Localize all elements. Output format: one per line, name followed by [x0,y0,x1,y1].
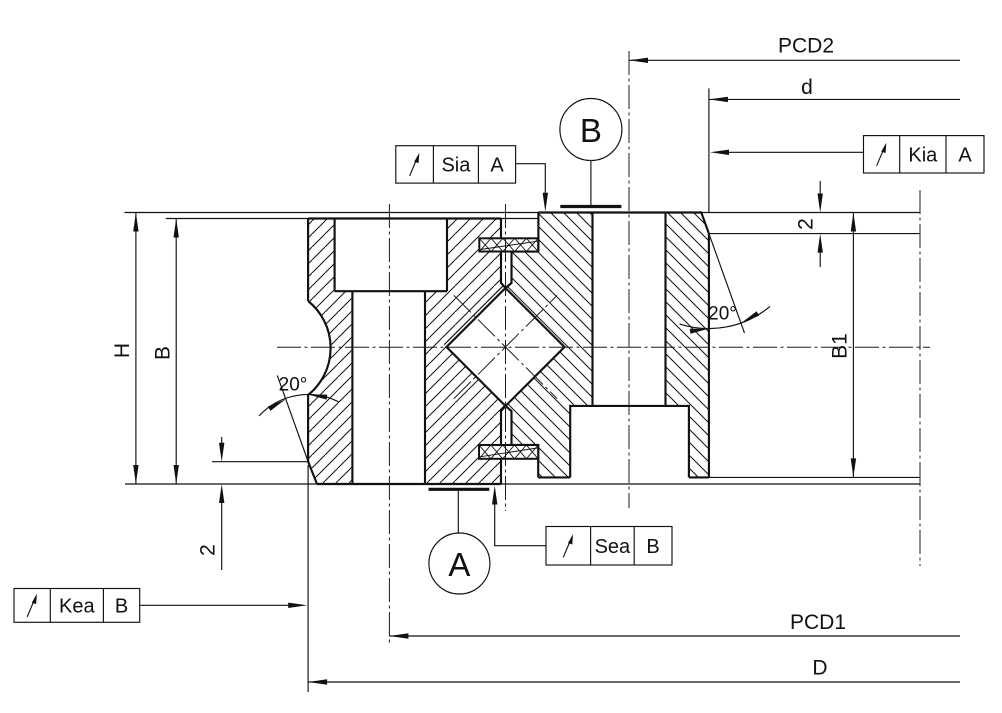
fcf-sea-leader [494,503,546,547]
angle-right-arrow-2 [741,311,760,323]
fcf-sea-text-sea_ref: B [646,536,659,558]
dim-pcd1-arrow [389,633,409,639]
outer-ring-counterbore [334,218,447,292]
datum-a-letter: A [448,546,470,583]
angle-left-ray [276,375,309,462]
dim-B-arrow-bottom [173,465,179,484]
dim-B1-arrow-top [850,212,857,232]
angle-left-label: 20° [279,375,308,396]
angle-left-arc [258,393,339,417]
centerline-roller-axis-2 [453,295,558,399]
datum-a-circle [428,532,491,595]
dim-2bl-label: 2 [197,544,220,556]
dim-D-label: D [812,657,827,680]
dim-d-label: d [801,76,813,99]
dim-B1-arrow-bottom [850,458,857,478]
dim-2tr-label: 2 [795,218,818,230]
outer-ring-bolt-hole [352,291,425,484]
datum-b-letter: B [580,112,602,149]
dim-H-arrow-bottom [133,465,139,484]
dim-2bl-arrow-upper [219,442,225,462]
fcf-sea-leader-arrow [492,485,498,505]
fcf-sia-leader [515,163,546,194]
dim-2tr-arrow-upper [817,193,823,213]
dim-B1-label: B1 [829,333,852,359]
fcf-kea-text-kea: Kea [59,595,95,617]
angle-right-label: 20° [708,304,737,325]
fcf-kia: Kia A [862,135,985,174]
fcf-kea: Kea B [13,587,141,623]
angle-left-arrow-2 [308,394,328,400]
dim-d-arrow [708,96,728,103]
angle-right-ray [708,233,746,334]
fcf-kea-text-kea_ref: B [115,595,128,617]
dim-B-label: B [152,346,175,360]
fcf-kia-text-kia_ref: A [958,144,972,166]
fcf-sea-text-sea: Sea [595,536,631,558]
seal-upper [478,237,540,253]
dim-H-arrow-top [133,212,139,232]
inner-ring-counterbore [570,405,689,483]
outer-ring-edges [307,217,507,486]
dim-pcd1-label: PCD1 [790,611,846,634]
fcf-sia-leader-arrow [542,192,548,212]
fcf-kia-leader-arrow [710,149,729,155]
fcf-kia-text-kia: Kia [908,144,938,166]
angle-right-arc [679,305,771,330]
fcf-kea-leader-arrow [288,602,308,608]
dim-pcd2-label: PCD2 [778,35,834,58]
angle-left-arrow-1 [267,399,286,411]
dim-H-label: H [111,343,134,358]
fcf-sea: Sea B [545,525,673,566]
dim-D-arrow [308,679,328,685]
angle-right-arrow-1 [689,328,709,334]
dim-2bl-arrow-lower [219,484,225,503]
fcf-sia: Sia A [395,145,517,184]
dim-pcd2-arrow [629,57,648,63]
seal-lower [478,444,540,460]
fcf-sia-text-sia: Sia [441,154,471,176]
dim-2tr-arrow-lower [817,233,823,253]
dim-B-arrow-top [173,218,179,238]
fcf-sia-text-sia_ref: A [490,154,504,176]
